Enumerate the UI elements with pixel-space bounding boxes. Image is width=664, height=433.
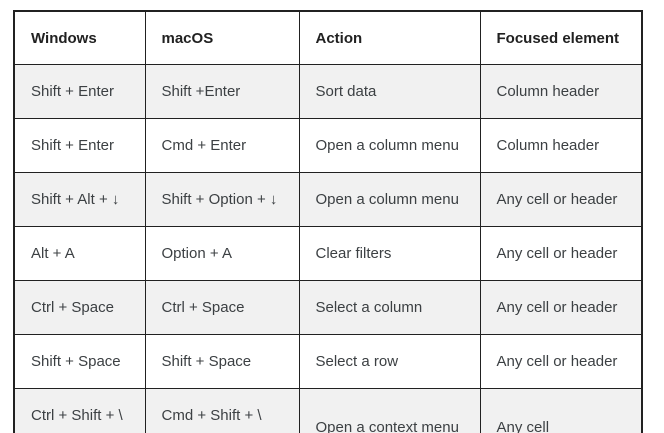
cell-focused-element: Any cell or header [479, 334, 643, 389]
cell-windows: Ctrl + Space [13, 280, 146, 335]
column-header-focused-element: Focused element [479, 10, 643, 65]
cell-windows: Shift + Enter [13, 64, 146, 119]
table-row: Shift + Enter Cmd + Enter Open a column … [13, 118, 643, 173]
cell-windows: Shift + Space [13, 334, 146, 389]
table-row: Shift + Space Shift + Space Select a row… [13, 334, 643, 389]
table-row: Ctrl + Space Ctrl + Space Select a colum… [13, 280, 643, 335]
cell-macos: Option + A [144, 226, 300, 281]
cell-action: Open a column menu [298, 118, 481, 173]
cell-focused-element: Any cell or header [479, 226, 643, 281]
cell-windows: Alt + A [13, 226, 146, 281]
cell-windows: Ctrl + Shift + \ Shift + F10 [13, 388, 146, 433]
cell-windows: Shift + Alt + ↓ [13, 172, 146, 227]
cell-focused-element: Any cell [479, 388, 643, 433]
column-header-macos: macOS [144, 10, 300, 65]
column-header-action: Action [298, 10, 481, 65]
table-row: Shift + Enter Shift +Enter Sort data Col… [13, 64, 643, 119]
table-row: Shift + Alt + ↓ Shift + Option + ↓ Open … [13, 172, 643, 227]
cell-focused-element: Any cell or header [479, 172, 643, 227]
header-row: Windows macOS Action Focused element [13, 10, 643, 65]
cell-macos: Cmd + Shift + \ Shift + F10 [144, 388, 300, 433]
keyboard-shortcuts-table: Windows macOS Action Focused element Shi… [13, 10, 643, 433]
cell-focused-element: Column header [479, 118, 643, 173]
cell-action: Sort data [298, 64, 481, 119]
cell-action: Select a row [298, 334, 481, 389]
cell-macos: Ctrl + Space [144, 280, 300, 335]
cell-macos: Shift +Enter [144, 64, 300, 119]
column-header-windows: Windows [13, 10, 146, 65]
table-row: Alt + A Option + A Clear filters Any cel… [13, 226, 643, 281]
cell-action: Open a column menu [298, 172, 481, 227]
cell-macos: Shift + Space [144, 334, 300, 389]
cell-macos: Cmd + Enter [144, 118, 300, 173]
cell-macos: Shift + Option + ↓ [144, 172, 300, 227]
cell-focused-element: Column header [479, 64, 643, 119]
table-row: Ctrl + Shift + \ Shift + F10 Cmd + Shift… [13, 388, 643, 433]
cell-action: Open a context menu [298, 388, 481, 433]
cell-action: Clear filters [298, 226, 481, 281]
cell-windows: Shift + Enter [13, 118, 146, 173]
cell-focused-element: Any cell or header [479, 280, 643, 335]
cell-action: Select a column [298, 280, 481, 335]
